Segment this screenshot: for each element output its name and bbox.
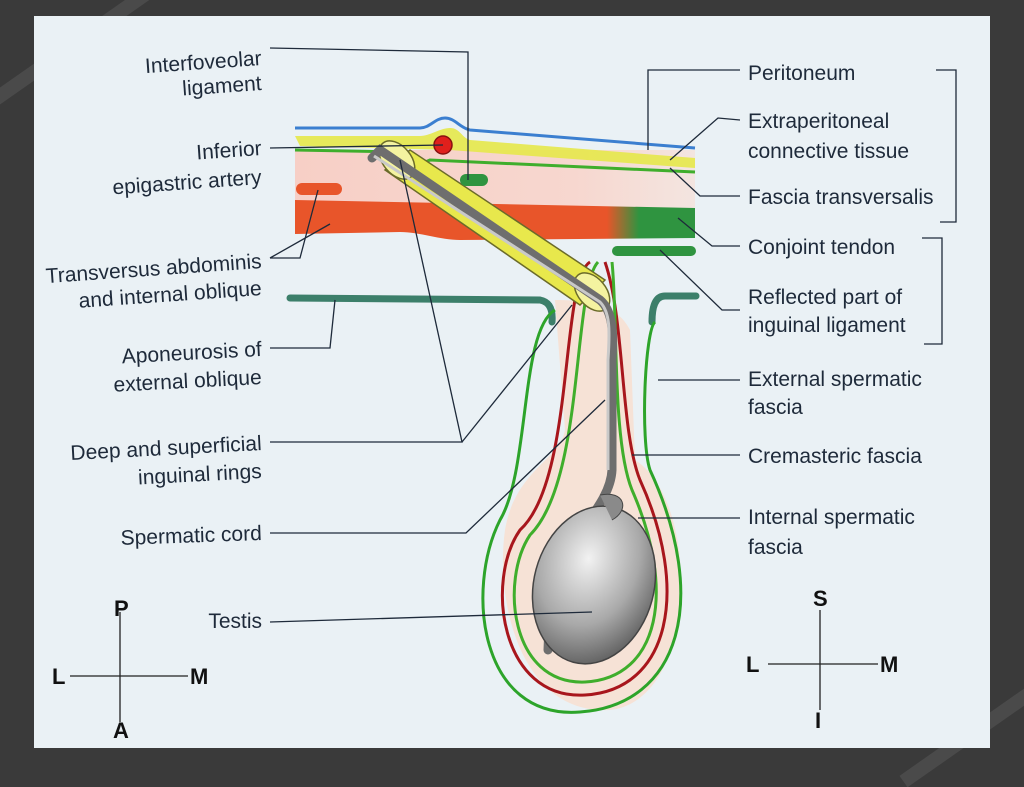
interfoveolar-ligament xyxy=(460,174,488,186)
label-reflected-1: Reflected part of xyxy=(748,286,902,309)
label-reflected-2: inguinal ligament xyxy=(748,314,906,337)
compass-right: S I L M xyxy=(746,586,898,733)
compass-right-top: S xyxy=(813,586,828,611)
label-internal-spermatic-2: fascia xyxy=(748,536,803,559)
label-internal-spermatic-1: Internal spermatic xyxy=(748,506,915,529)
cremasteric-layer xyxy=(501,260,669,697)
reflected-ligament xyxy=(612,246,696,256)
label-cremasteric: Cremasteric fascia xyxy=(748,445,922,468)
label-extraperitoneal-2: connective tissue xyxy=(748,140,909,163)
label-peritoneum: Peritoneum xyxy=(748,62,855,85)
label-testis: Testis xyxy=(208,610,262,633)
muscle-small xyxy=(296,183,342,195)
compass-right-bottom: I xyxy=(815,708,821,733)
compass-left-top: P xyxy=(114,596,129,621)
label-aponeurosis-1: Aponeurosis of xyxy=(121,338,262,368)
internal-spermatic-layer xyxy=(512,260,658,684)
label-fascia-transversalis: Fascia transversalis xyxy=(748,186,934,209)
compass-left: P A L M xyxy=(52,596,208,743)
compass-left-bottom: A xyxy=(113,718,129,743)
label-conjoint-tendon: Conjoint tendon xyxy=(748,236,895,259)
label-inferior-epigastric-1: Inferior xyxy=(196,137,263,165)
label-external-spermatic-1: External spermatic xyxy=(748,368,922,391)
peritoneum-layer xyxy=(295,116,696,150)
label-rings-1: Deep and superficial xyxy=(70,432,262,465)
epididymis xyxy=(599,493,624,521)
label-rings-2: inguinal rings xyxy=(137,460,262,489)
compass-left-right: M xyxy=(190,664,208,689)
label-spermatic-cord: Spermatic cord xyxy=(120,522,262,550)
brackets xyxy=(922,69,957,345)
label-aponeurosis-2: external oblique xyxy=(113,366,262,397)
compass-left-left: L xyxy=(52,664,65,689)
aponeurosis-right xyxy=(648,292,700,326)
slide-page: Interfoveolar ligament Inferior epigastr… xyxy=(34,16,990,748)
label-extraperitoneal-1: Extraperitoneal xyxy=(748,110,889,133)
label-inferior-epigastric-2: epigastric artery xyxy=(112,166,263,199)
aponeurosis-layer xyxy=(286,294,556,326)
spermatic-cord-highlight xyxy=(373,154,611,470)
label-interfoveolar-2: ligament xyxy=(182,72,263,100)
extraperitoneal-layer xyxy=(295,128,695,168)
inguinal-canal-diagram: Interfoveolar ligament Inferior epigastr… xyxy=(45,47,957,743)
leader-lines xyxy=(269,47,741,623)
label-external-spermatic-2: fascia xyxy=(748,396,803,419)
compass-right-right: M xyxy=(880,652,898,677)
compass-right-left: L xyxy=(746,652,759,677)
